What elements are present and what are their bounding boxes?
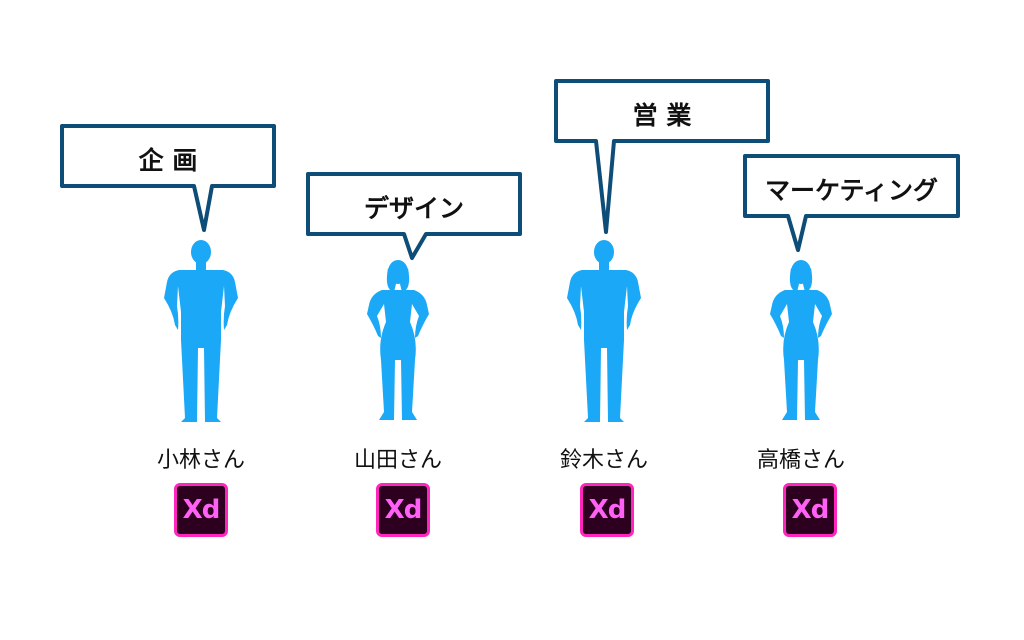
person-name-4: 高橋さん (756, 448, 845, 473)
person-name-2: 山田さん (353, 448, 442, 473)
person-name-3: 鈴木さん (559, 448, 648, 473)
role-label-1: 企 画 (138, 146, 198, 175)
adobe-xd-icon-4: Xd (783, 483, 837, 537)
person-woman-icon-2 (770, 260, 832, 420)
person-woman-icon-1 (367, 260, 429, 420)
adobe-xd-icon-1: Xd (174, 483, 228, 537)
person-name-1: 小林さん (156, 448, 245, 473)
person-man-icon-1 (164, 240, 238, 422)
bubble-4 (743, 154, 960, 252)
bubble-1 (60, 124, 276, 232)
adobe-xd-icon-3: Xd (580, 483, 634, 537)
bubble-2 (306, 172, 522, 260)
role-label-2: デザイン (363, 194, 464, 223)
role-label-4: マーケティング (764, 176, 938, 205)
person-man-icon-2 (567, 240, 641, 422)
bubble-3 (554, 79, 770, 234)
role-label-3: 営 業 (632, 101, 692, 130)
adobe-xd-icon-2: Xd (376, 483, 430, 537)
